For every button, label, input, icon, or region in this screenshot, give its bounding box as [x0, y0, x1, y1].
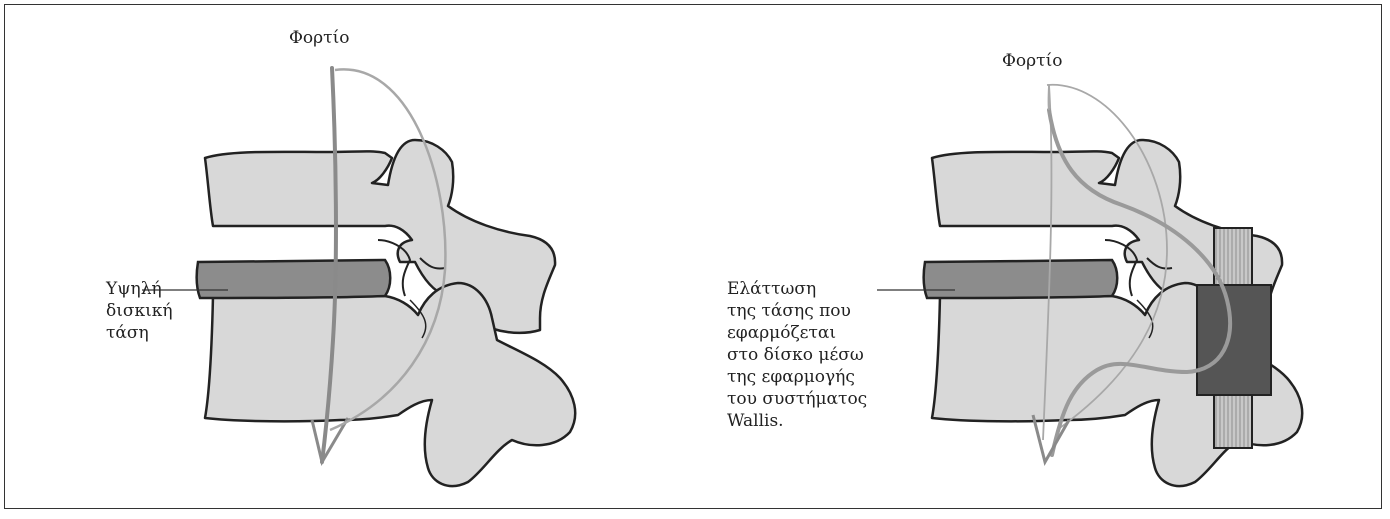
label-line: Ελάττωση [727, 278, 867, 300]
label-line: Wallis. [727, 410, 867, 432]
label-line: της τάσης που [727, 300, 867, 322]
load-label-left: Φορτίο [289, 27, 349, 49]
left-illustration [197, 68, 576, 486]
label-line: του συστήματος [727, 388, 867, 410]
load-label-right: Φορτίο [1002, 50, 1062, 72]
label-line: της εφαρμογής [727, 366, 867, 388]
right-illustration [924, 85, 1303, 486]
label-line: δισκική [106, 300, 173, 322]
label-line: στο δίσκο μέσω [727, 344, 867, 366]
disc-stress-label-right: Ελάττωση της τάσης που εφαρμόζεται στο δ… [727, 278, 867, 432]
wallis-spacer [1197, 285, 1271, 395]
label-line: τάση [106, 322, 173, 344]
disc-stress-label-left: Υψηλή δισκική τάση [106, 278, 173, 344]
label-line: εφαρμόζεται [727, 322, 867, 344]
label-line: Υψηλή [106, 278, 173, 300]
